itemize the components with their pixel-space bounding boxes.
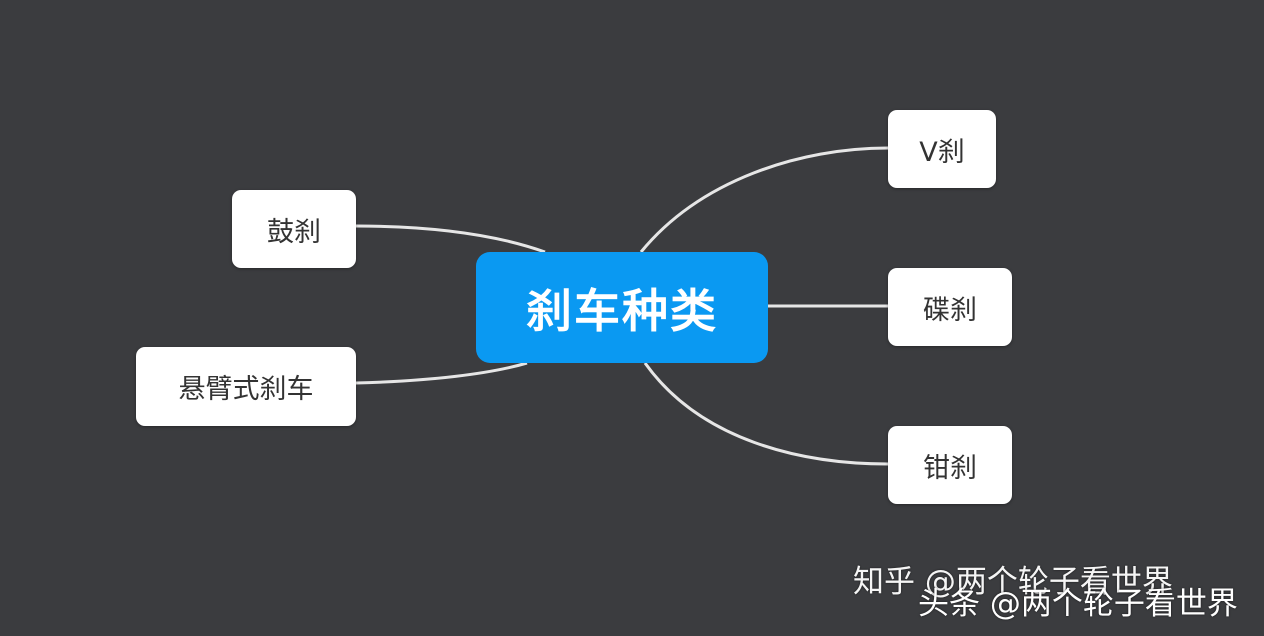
branch-node-die[interactable]: 碟刹	[888, 268, 1012, 346]
connector-gu	[355, 224, 546, 254]
branch-node-label: V刹	[919, 136, 965, 168]
connector-v	[639, 146, 889, 253]
branch-node-label: 钳刹	[923, 452, 977, 484]
branch-node-qian[interactable]: 钳刹	[888, 426, 1012, 504]
branch-node-label: 悬臂式刹车	[178, 374, 314, 405]
branch-node-label: 鼓刹	[267, 216, 321, 248]
root-node-label: 刹车种类	[526, 283, 718, 338]
connector-xuanbi	[355, 361, 528, 385]
watermark-zhihu: 知乎 @两个轮子看世界	[853, 564, 1173, 600]
branch-node-xuanbi[interactable]: 悬臂式刹车	[136, 347, 356, 426]
branch-node-v[interactable]: V刹	[888, 110, 996, 188]
connector-qian	[643, 362, 889, 466]
watermark-toutiao: 头条 @两个轮子看世界	[918, 586, 1238, 622]
branch-node-label: 碟刹	[923, 294, 977, 326]
branch-node-gu[interactable]: 鼓刹	[232, 190, 356, 268]
root-node[interactable]: 刹车种类	[476, 252, 768, 363]
